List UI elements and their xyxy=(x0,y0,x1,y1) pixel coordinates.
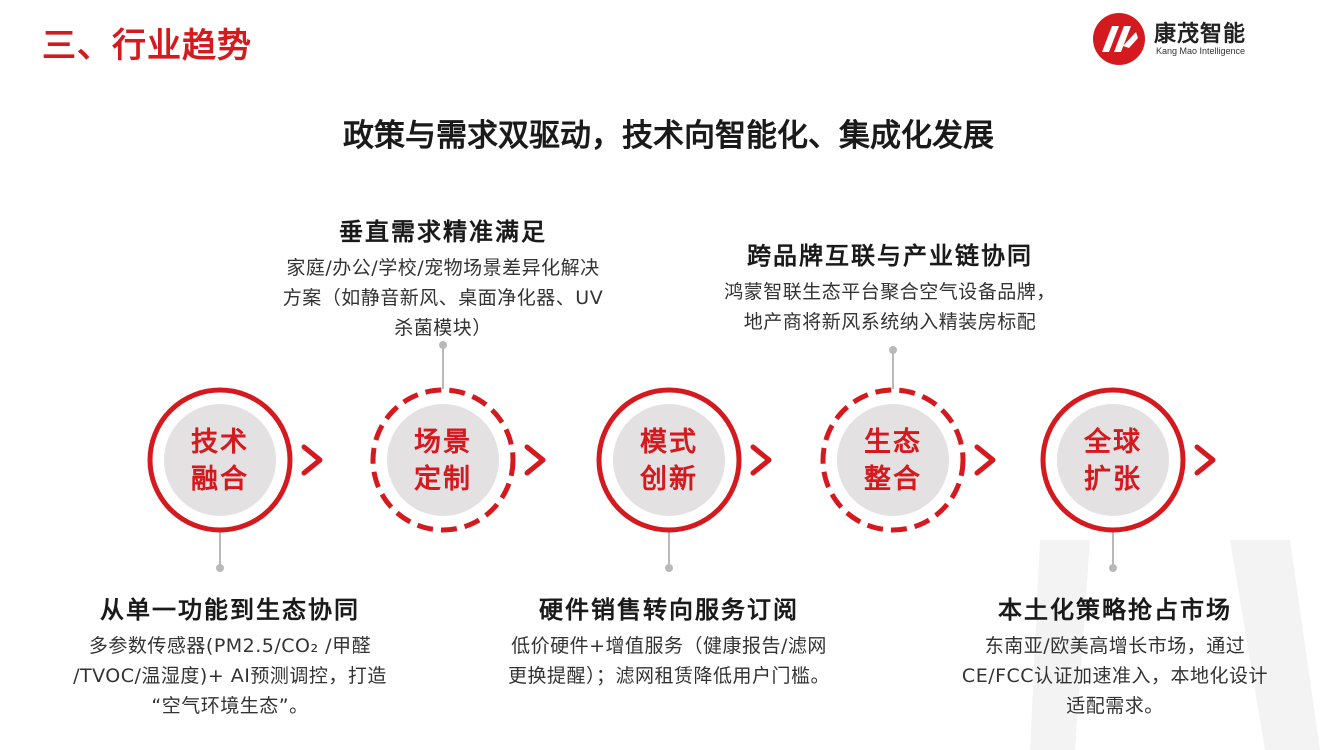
step-label-line1: 全球 xyxy=(1084,427,1142,458)
block-scene-line: 家庭/办公/学校/宠物场景差异化解决 xyxy=(286,257,600,279)
logo-name: 康茂智能 xyxy=(1154,22,1247,47)
connector-dot-scene xyxy=(439,341,447,349)
connector-dot-global xyxy=(1109,564,1117,572)
block-ecosystem: 跨品牌互联与产业链协同 鸿蒙智联生态平台聚合空气设备品牌， 地产商将新风系统纳入… xyxy=(690,236,1090,337)
block-scene: 垂直需求精准满足 家庭/办公/学校/宠物场景差异化解决 方案（如静音新风、桌面净… xyxy=(253,212,633,343)
step-label-scene-custom: 场景 定制 xyxy=(388,424,498,498)
block-model-line: 低价硬件+增值服务（健康报告/滤网 xyxy=(511,635,827,657)
headline: 政策与需求双驱动，技术向智能化、集成化发展 xyxy=(343,118,994,154)
block-tech-title: 从单一功能到生态协同 xyxy=(100,596,360,624)
step-label-line2: 整合 xyxy=(864,464,922,495)
block-global-line: 适配需求。 xyxy=(1066,695,1164,717)
step-ecosystem-integration xyxy=(820,387,996,533)
step-label-line1: 模式 xyxy=(640,427,698,458)
step-tech-fusion xyxy=(147,387,323,533)
step-label-line2: 扩张 xyxy=(1084,464,1142,495)
block-scene-desc: 家庭/办公/学校/宠物场景差异化解决 方案（如静音新风、桌面净化器、UV 杀菌模… xyxy=(253,253,633,343)
block-tech: 从单一功能到生态协同 多参数传感器(PM2.5/CO₂ /甲醛 /TVOC/温湿… xyxy=(30,590,430,721)
step-model-innovation xyxy=(596,387,772,533)
block-model-line: 更换提醒）；滤网租赁降低用户门槛。 xyxy=(507,665,830,687)
logo-subtitle: Kang Mao Intelligence xyxy=(1156,46,1246,56)
block-global-title: 本土化策略抢占市场 xyxy=(998,596,1232,624)
block-model: 硬件销售转向服务订阅 低价硬件+增值服务（健康报告/滤网 更换提醒）；滤网租赁降… xyxy=(464,590,874,691)
block-scene-title: 垂直需求精准满足 xyxy=(339,218,547,246)
connector-dot-model xyxy=(665,564,673,572)
step-global-expansion xyxy=(1040,387,1216,533)
step-label-line2: 创新 xyxy=(640,464,698,495)
connector-dot-ecosystem xyxy=(889,346,897,354)
kangmao-logo-icon xyxy=(1093,13,1145,65)
step-label-line1: 技术 xyxy=(191,427,249,458)
step-scene-custom xyxy=(370,387,546,533)
block-global-line: CE/FCC认证加速准入，本地化设计 xyxy=(961,665,1269,687)
block-model-desc: 低价硬件+增值服务（健康报告/滤网 更换提醒）；滤网租赁降低用户门槛。 xyxy=(464,631,874,691)
block-ecosystem-desc: 鸿蒙智联生态平台聚合空气设备品牌， 地产商将新风系统纳入精装房标配 xyxy=(690,277,1090,337)
step-label-line2: 定制 xyxy=(414,464,472,495)
step-label-line2: 融合 xyxy=(191,464,249,495)
step-label-ecosystem-integration: 生态 整合 xyxy=(838,424,948,498)
block-global-desc: 东南亚/欧美高增长市场，通过 CE/FCC认证加速准入，本地化设计 适配需求。 xyxy=(925,631,1305,721)
connector-dot-tech xyxy=(216,564,224,572)
step-label-tech-fusion: 技术 融合 xyxy=(165,424,275,498)
block-tech-line: /TVOC/温湿度)+ AI预测调控，打造 xyxy=(73,665,387,687)
block-scene-line: 方案（如静音新风、桌面净化器、UV xyxy=(282,287,604,309)
block-ecosystem-line: 地产商将新风系统纳入精装房标配 xyxy=(743,311,1037,333)
block-tech-desc: 多参数传感器(PM2.5/CO₂ /甲醛 /TVOC/温湿度)+ AI预测调控，… xyxy=(30,631,430,721)
section-title: 三、行业趋势 xyxy=(42,26,252,66)
company-logo: 康茂智能 Kang Mao Intelligence xyxy=(1092,12,1292,65)
watermark-quote-shape xyxy=(1030,540,1320,750)
block-model-title: 硬件销售转向服务订阅 xyxy=(539,596,799,624)
block-tech-line: 多参数传感器(PM2.5/CO₂ /甲醛 xyxy=(88,635,372,657)
block-ecosystem-title: 跨品牌互联与产业链协同 xyxy=(747,242,1033,270)
step-label-model-innovation: 模式 创新 xyxy=(614,424,724,498)
step-label-line1: 场景 xyxy=(414,427,472,458)
block-ecosystem-line: 鸿蒙智联生态平台聚合空气设备品牌， xyxy=(724,281,1056,303)
block-global: 本土化策略抢占市场 东南亚/欧美高增长市场，通过 CE/FCC认证加速准入，本地… xyxy=(925,590,1305,721)
block-global-line: 东南亚/欧美高增长市场，通过 xyxy=(984,635,1246,657)
block-tech-line: “空气环境生态”。 xyxy=(151,695,309,717)
step-label-global-expansion: 全球 扩张 xyxy=(1058,424,1168,498)
step-label-line1: 生态 xyxy=(864,427,922,458)
block-scene-line: 杀菌模块） xyxy=(394,317,492,339)
